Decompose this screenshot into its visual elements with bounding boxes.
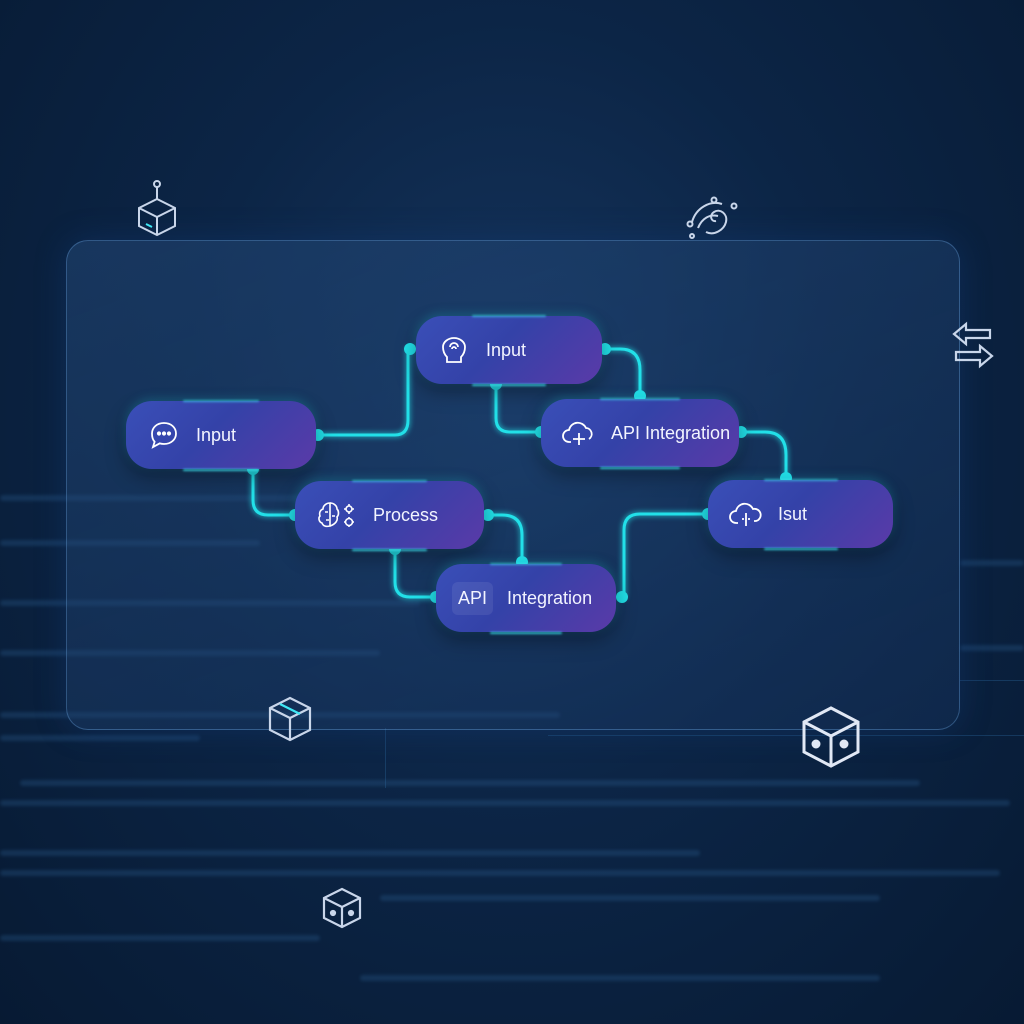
node-isut[interactable]: Isut (708, 480, 893, 548)
chat-bubble-icon (146, 417, 182, 453)
node-label: Isut (778, 503, 808, 524)
head-profile-icon (436, 332, 472, 368)
connector-n4-n5-top (488, 513, 524, 562)
node-process[interactable]: Process (295, 481, 484, 549)
cube-icon (268, 696, 312, 742)
node-label: API Integration (611, 422, 731, 443)
node-label: Input (196, 424, 237, 445)
node-label: Input (486, 339, 527, 360)
node-api-integration[interactable]: API Integration (541, 399, 739, 467)
swap-arrows-icon (952, 321, 994, 369)
cloud-plus-icon (561, 415, 597, 451)
node-label: Integration (507, 587, 593, 608)
node-input-head[interactable]: Input (416, 316, 602, 384)
cube-icon (322, 887, 362, 929)
connector-n4-n5-left (393, 549, 436, 599)
swirl-network-icon (686, 196, 738, 239)
node-integration[interactable]: API Integration (436, 564, 616, 632)
api-badge: API (452, 581, 494, 615)
connector-n3-n6 (741, 430, 788, 478)
connector-n1-n4 (251, 469, 295, 517)
connector-n2-n3-left (494, 384, 541, 434)
connector-n5-n6 (620, 512, 708, 599)
connector-n1-n2 (318, 347, 414, 437)
cube-icon (138, 180, 176, 237)
node-label: Process (373, 504, 439, 525)
brain-gears-icon (315, 497, 359, 533)
connector-n2-n3-top (605, 347, 642, 396)
node-input-chat[interactable]: Input (126, 401, 316, 469)
cloud-upload-icon (728, 496, 764, 532)
cube-icon (802, 706, 860, 768)
